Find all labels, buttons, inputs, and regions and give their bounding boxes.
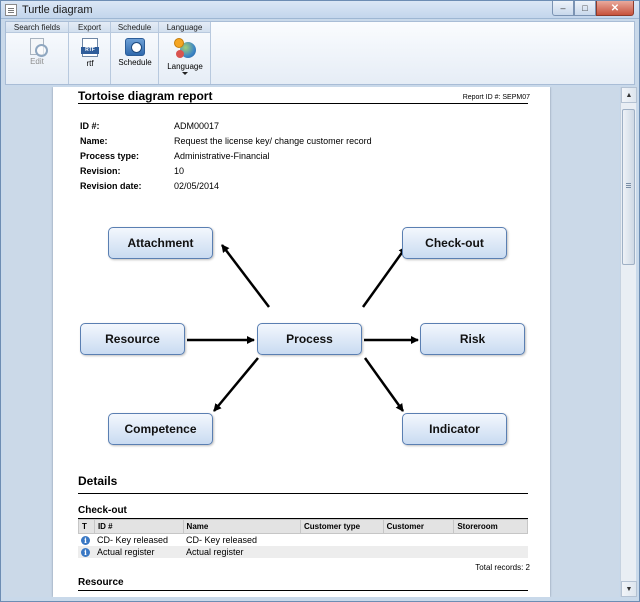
table-row[interactable]: i Actual register Actual register <box>78 546 528 558</box>
cell-id: Actual register <box>97 547 155 557</box>
language-icon <box>174 38 196 60</box>
field-value: 02/05/2014 <box>174 181 220 191</box>
cell-name: Actual register <box>186 547 244 557</box>
arrow-process-to-attachment <box>221 244 270 308</box>
rtf-badge: RTF <box>81 47 99 54</box>
diagram-arrows <box>187 244 419 412</box>
cell-customer <box>384 546 455 558</box>
edit-button[interactable]: Edit <box>15 38 59 66</box>
column-header[interactable]: Storeroom <box>457 522 498 531</box>
node-process: Process <box>257 323 362 355</box>
total-records: Total records: 2 <box>475 563 530 572</box>
section-title-resource: Resource <box>78 577 124 588</box>
arrow-process-to-competence <box>213 357 259 412</box>
cell-customer-type <box>301 534 384 546</box>
table-header: T ID # Name Customer type Customer Store… <box>78 519 528 534</box>
divider <box>78 493 528 494</box>
edit-button-label: Edit <box>30 57 44 66</box>
field-value: 10 <box>174 166 185 176</box>
column-header[interactable]: Customer type <box>301 520 384 533</box>
divider <box>78 590 528 591</box>
ribbon-group-language: Language Language <box>159 22 211 84</box>
rtf-button-label: rtf <box>86 59 94 68</box>
field-value: Administrative-Financial <box>174 151 270 161</box>
cell-storeroom <box>455 546 528 558</box>
arrow-process-to-indicator <box>363 357 405 412</box>
report-page: Tortoise diagram report Report ID #: SEP… <box>53 87 550 597</box>
divider <box>78 103 528 104</box>
field-value: ADM00017 <box>174 121 220 131</box>
cell-storeroom <box>455 534 528 546</box>
document-icon <box>5 4 17 16</box>
report-fields: ID #: ADM00017 Name: Request the license k… <box>80 121 372 196</box>
field-label: Revision date: <box>80 181 142 191</box>
group-label: Search fields <box>6 22 68 33</box>
turtle-diagram: Attachment Check-out Resource Process Ri… <box>53 209 550 459</box>
node-resource: Resource <box>80 323 185 355</box>
rtf-export-button[interactable]: RTF rtf <box>68 38 112 68</box>
table-row[interactable]: i CD- Key released CD- Key released <box>78 534 528 546</box>
details-heading: Details <box>78 474 118 488</box>
column-header[interactable]: Customer <box>384 520 455 533</box>
field-label: ID #: <box>80 121 100 131</box>
cell-name: CD- Key released <box>186 535 258 545</box>
window-title: Turtle diagram <box>22 4 93 16</box>
report-title: Tortoise diagram report <box>78 89 213 103</box>
schedule-button-label: Schedule <box>118 58 152 67</box>
field-label: Process type: <box>80 151 140 161</box>
field-label: Name: <box>80 136 108 146</box>
field-row: Name: Request the license key/ change cus… <box>80 136 372 151</box>
scroll-down-arrow-icon[interactable]: ▼ <box>621 581 637 597</box>
checkout-table: T ID # Name Customer type Customer Store… <box>78 519 528 558</box>
language-button[interactable]: Language <box>163 38 207 75</box>
close-button[interactable]: ✕ <box>596 1 634 16</box>
info-icon: i <box>81 548 90 557</box>
column-header[interactable]: Name <box>184 520 302 533</box>
window-controls: – □ ✕ <box>552 1 634 17</box>
title-bar: Turtle diagram – □ ✕ <box>1 1 639 19</box>
vertical-scrollbar[interactable]: ▲ ▼ <box>620 87 637 597</box>
report-viewport[interactable]: Tortoise diagram report Report ID #: SEP… <box>5 87 619 597</box>
minimize-button[interactable]: – <box>552 1 574 16</box>
ribbon-group-search-fields: Search fields Edit <box>6 22 69 84</box>
schedule-icon <box>125 38 145 56</box>
cell-customer <box>384 534 455 546</box>
node-indicator: Indicator <box>402 413 507 445</box>
maximize-button[interactable]: □ <box>574 1 596 16</box>
field-row: Process type: Administrative-Financial <box>80 151 372 166</box>
section-title-checkout: Check-out <box>78 505 127 516</box>
ribbon-toolbar: Search fields Edit Export RTF rtf Schedu… <box>5 21 635 85</box>
arrow-process-to-checkout <box>361 246 408 308</box>
field-value: Request the license key/ change customer… <box>174 136 372 146</box>
node-attachment: Attachment <box>108 227 213 259</box>
chevron-down-icon <box>182 72 188 75</box>
node-risk: Risk <box>420 323 525 355</box>
ribbon-group-schedule: Schedule Schedule <box>111 22 159 84</box>
node-checkout: Check-out <box>402 227 507 259</box>
language-button-label: Language <box>167 62 203 71</box>
divider <box>78 518 528 519</box>
field-label: Revision: <box>80 166 121 176</box>
field-row: Revision: 10 <box>80 166 372 181</box>
cell-customer-type <box>301 546 384 558</box>
report-id: Report ID #: SEPM07 <box>462 94 530 101</box>
column-header[interactable]: T <box>79 520 95 533</box>
field-row: Revision date: 02/05/2014 <box>80 181 372 196</box>
group-label: Language <box>159 22 210 33</box>
scroll-up-arrow-icon[interactable]: ▲ <box>621 87 637 103</box>
rtf-icon: RTF <box>81 38 99 57</box>
field-row: ID #: ADM00017 <box>80 121 372 136</box>
edit-icon <box>30 38 48 57</box>
group-label: Schedule <box>111 22 158 33</box>
node-competence: Competence <box>108 413 213 445</box>
scrollbar-thumb[interactable] <box>622 109 635 265</box>
schedule-button[interactable]: Schedule <box>113 38 157 67</box>
column-header[interactable]: ID # <box>95 520 184 533</box>
cell-id: CD- Key released <box>97 535 169 545</box>
group-label: Export <box>69 22 110 33</box>
info-icon: i <box>81 536 90 545</box>
ribbon-group-export: Export RTF rtf <box>69 22 111 84</box>
